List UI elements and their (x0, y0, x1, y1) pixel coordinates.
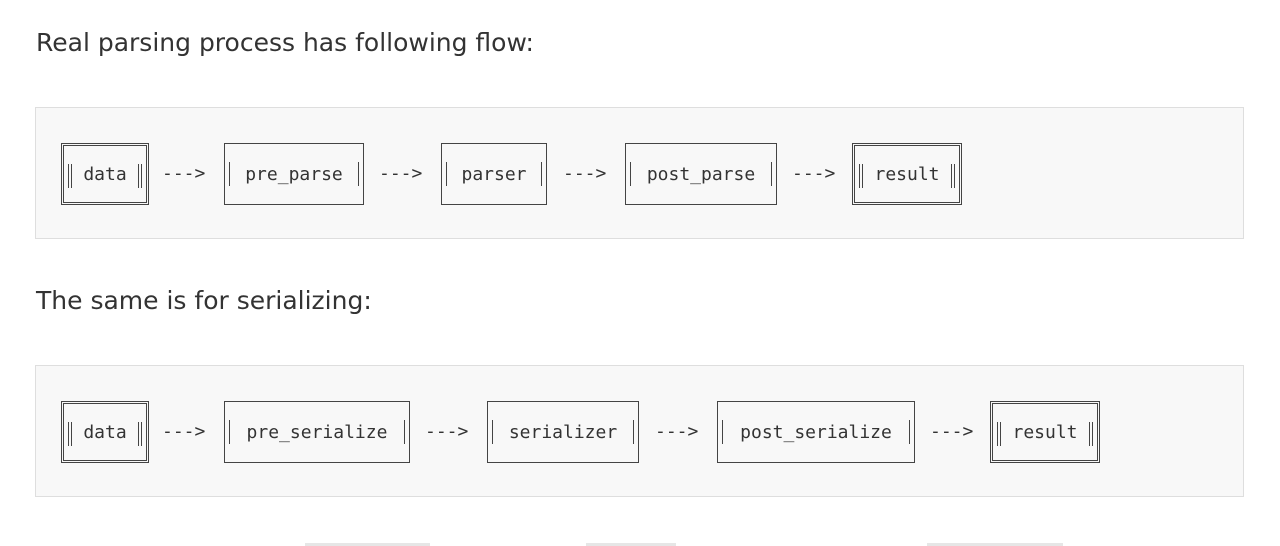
serialize-node-serializer-label: serializer (508, 421, 618, 443)
serialize-arrow-2: ---> (425, 421, 469, 442)
serialize-node-pre-serialize: pre_serialize (224, 401, 410, 463)
next-block-edge-3 (927, 543, 1063, 546)
serialize-arrow-1: ---> (162, 421, 206, 442)
parse-arrow-1: ---> (162, 163, 206, 184)
parse-node-parser-label: parser (461, 163, 527, 185)
parse-node-data: data (61, 143, 149, 205)
parse-node-parser: parser (441, 143, 547, 205)
parse-flow-code-block: data ---> pre_parse ---> parser ---> pos… (35, 107, 1244, 239)
parse-node-post-parse-label: post_parse (646, 163, 756, 185)
parse-node-result: result (852, 143, 962, 205)
serialize-flow-code-block: data ---> pre_serialize ---> serializer … (35, 365, 1244, 497)
parsing-intro-text: Real parsing process has following flow: (36, 28, 534, 57)
parse-node-post-parse: post_parse (625, 143, 777, 205)
parse-arrow-3: ---> (563, 163, 607, 184)
parse-node-pre-parse-label: pre_parse (245, 163, 343, 185)
serialize-node-pre-serialize-label: pre_serialize (246, 421, 388, 443)
parse-node-result-label: result (874, 163, 940, 185)
serialize-arrow-3: ---> (655, 421, 699, 442)
serialize-node-serializer: serializer (487, 401, 639, 463)
parse-arrow-2: ---> (379, 163, 423, 184)
serialize-node-data: data (61, 401, 149, 463)
parse-arrow-4: ---> (792, 163, 836, 184)
serializing-intro-text: The same is for serializing: (36, 286, 372, 315)
serialize-node-result: result (990, 401, 1100, 463)
next-block-edge-2 (586, 543, 676, 546)
parse-node-pre-parse: pre_parse (224, 143, 364, 205)
serialize-node-data-label: data (83, 421, 127, 443)
serialize-node-post-serialize: post_serialize (717, 401, 915, 463)
parse-node-data-label: data (83, 163, 127, 185)
parse-flow-diagram: data ---> pre_parse ---> parser ---> pos… (36, 108, 1243, 238)
serialize-flow-diagram: data ---> pre_serialize ---> serializer … (36, 366, 1243, 496)
next-block-edge-1 (305, 543, 430, 546)
serialize-node-post-serialize-label: post_serialize (740, 421, 892, 443)
serialize-arrow-4: ---> (930, 421, 974, 442)
serialize-node-result-label: result (1012, 421, 1078, 443)
